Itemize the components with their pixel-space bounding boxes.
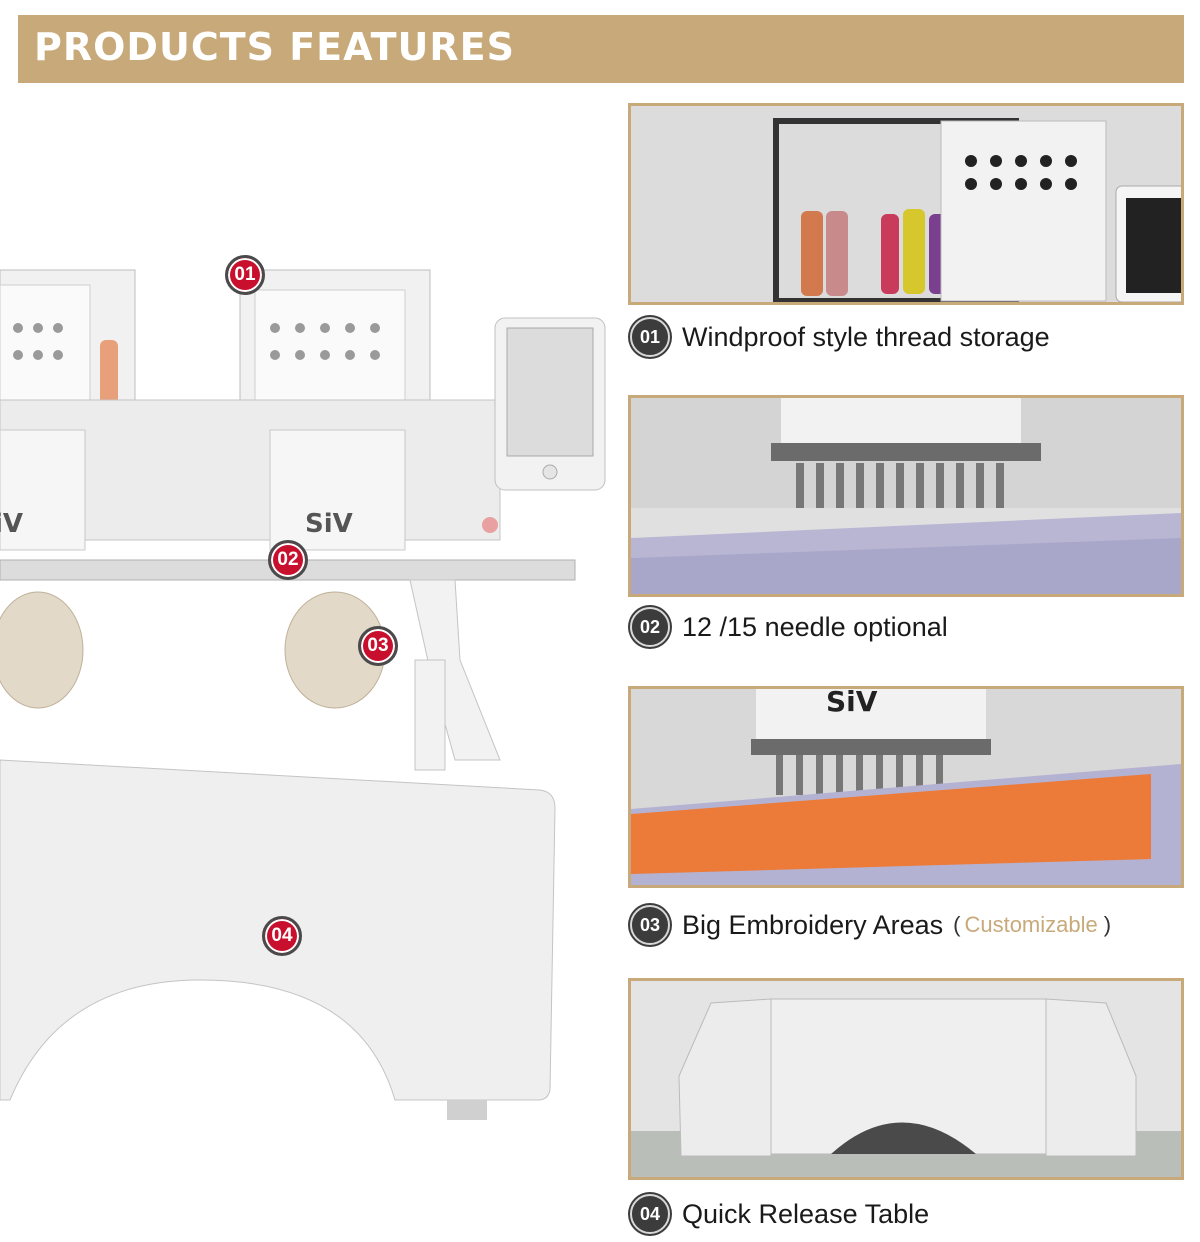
feature-note-close: ) [1103,912,1112,937]
feature-badge-04: 04 [630,1194,670,1234]
machine-brand: SiV [305,509,353,539]
feature-title-04: Quick Release Table [682,1198,930,1229]
photo-needles [628,395,1184,597]
photo-embroidery-area: SiV [628,686,1184,888]
photo-brand: SiV [826,689,878,718]
marker-04: 04 [262,916,302,956]
svg-text:iV: iV [0,509,23,539]
photo-quick-release-table [628,978,1184,1180]
feature-title-02: 12 /15 needle optional [682,611,948,642]
feature-title-03: Big Embroidery Areas [682,909,944,940]
feature-note-customizable: Customizable [964,912,1098,937]
feature-note-open: ( [953,912,961,937]
feature-badge-03: 03 [630,905,670,945]
machine-illustration: SiV iV [0,100,620,1242]
photo-thread-storage [628,103,1184,305]
feature-title-01: Windproof style thread storage [682,321,1050,352]
feature-badge-02: 02 [630,607,670,647]
feature-01: 01 Windproof style thread storage [630,317,1050,357]
marker-01: 01 [225,255,265,295]
feature-04: 04 Quick Release Table [630,1194,929,1234]
header-bar: PRODUCTS FEATURES [18,15,1184,83]
page-title: PRODUCTS FEATURES [34,25,515,69]
feature-02: 02 12 /15 needle optional [630,607,948,647]
feature-03: 03 Big Embroidery Areas ( Customizable ) [630,905,1111,945]
feature-badge-01: 01 [630,317,670,357]
marker-03: 03 [358,626,398,666]
marker-02: 02 [268,540,308,580]
